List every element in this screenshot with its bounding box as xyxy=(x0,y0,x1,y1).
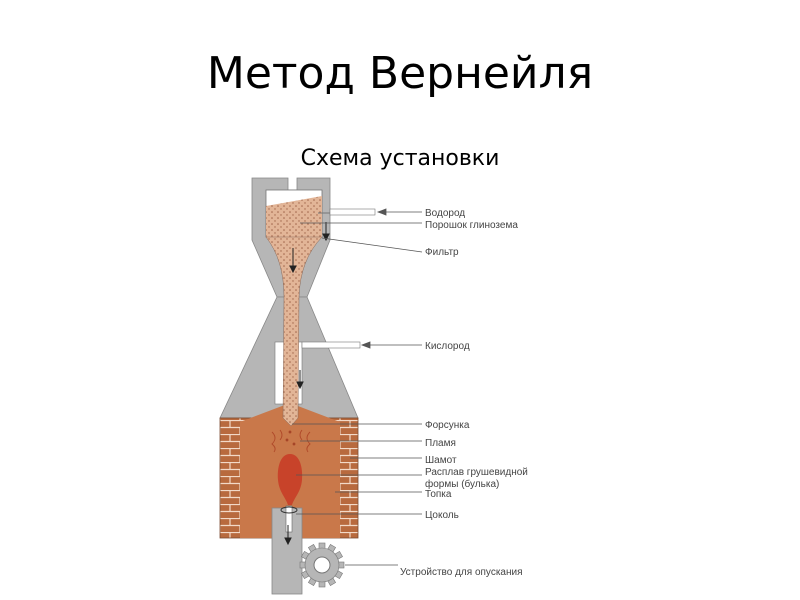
label-melt-line2: формы (булька) xyxy=(425,478,499,490)
label-oxygen: Кислород xyxy=(425,341,470,352)
label-melt-line1: Расплав грушевидной xyxy=(425,467,528,478)
label-furnace: Топка xyxy=(425,489,452,500)
label-lowering-device: Устройство для опускания xyxy=(400,567,523,578)
oxygen-pipe xyxy=(301,341,361,349)
label-pedestal: Цоколь xyxy=(425,510,459,521)
label-hydrogen: Водород xyxy=(425,208,465,219)
slide-subtitle: Схема установки xyxy=(300,146,500,171)
powder-stream xyxy=(265,236,323,427)
label-flame: Пламя xyxy=(425,438,456,449)
gear-icon xyxy=(299,542,345,588)
slide-title: Метод Вернейля xyxy=(206,48,594,99)
leader-lines xyxy=(292,208,423,566)
flame xyxy=(271,429,311,453)
label-nozzle: Форсунка xyxy=(425,420,470,431)
label-alumina-powder: Порошок глинозема xyxy=(425,220,518,231)
flow-arrows xyxy=(284,222,330,546)
pedestal xyxy=(271,505,303,595)
label-filter: Фильтр xyxy=(425,247,459,258)
label-chamotte: Шамот xyxy=(425,455,457,466)
melt-bulb xyxy=(277,454,303,505)
hydrogen-pipe xyxy=(329,208,376,216)
